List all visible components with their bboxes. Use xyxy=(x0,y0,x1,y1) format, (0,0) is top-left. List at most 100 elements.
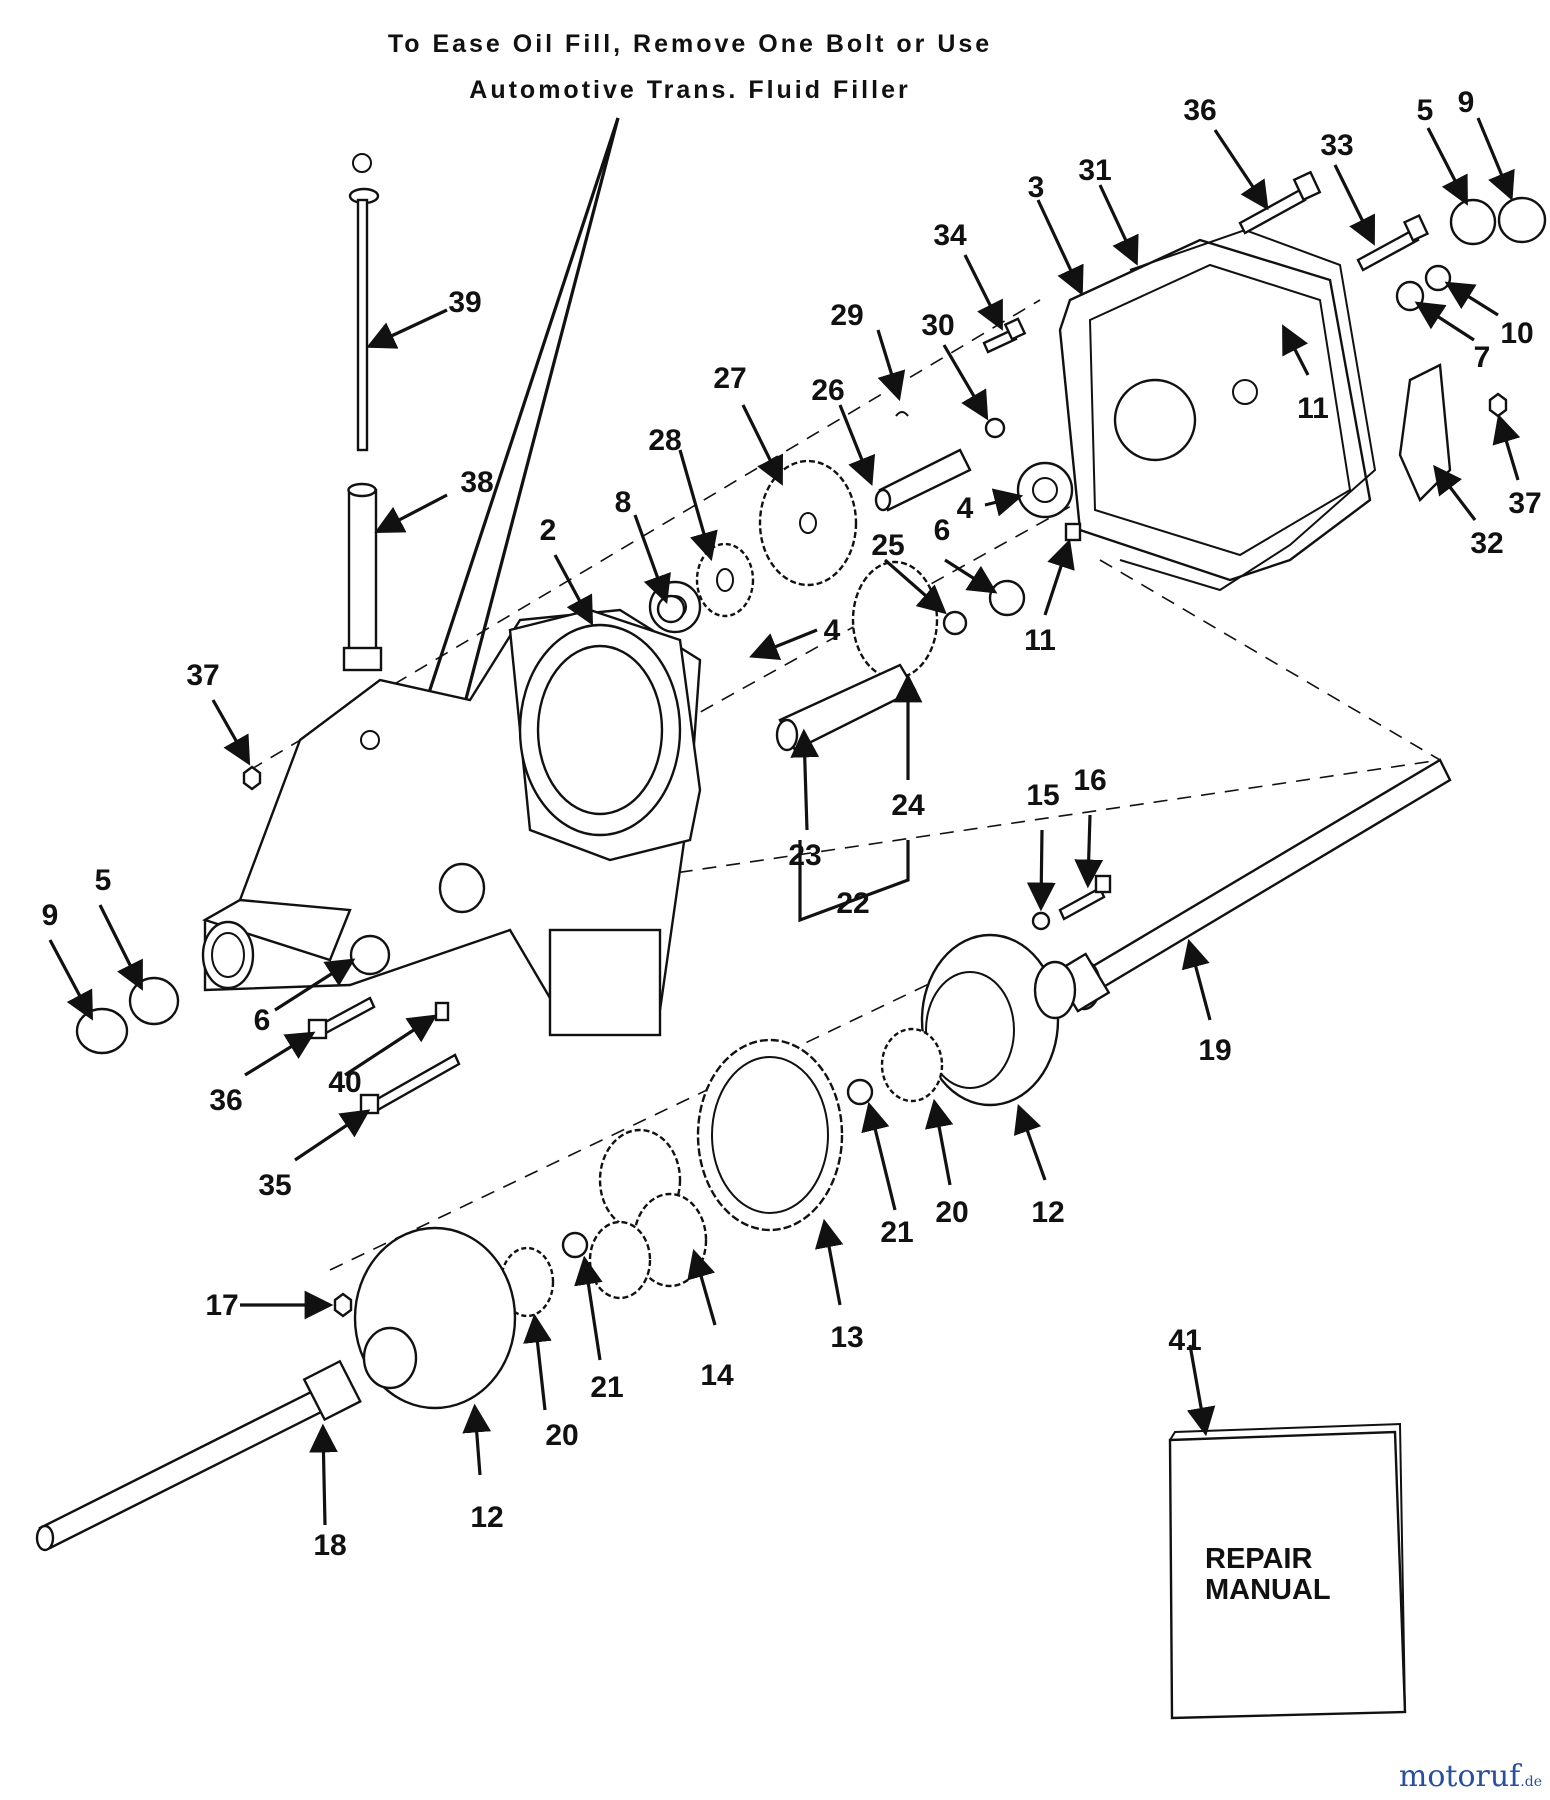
note-leader-a xyxy=(448,117,620,761)
seal-9b-part xyxy=(75,1007,129,1055)
callout-6-right: 6 xyxy=(934,514,951,547)
washer-25-part xyxy=(942,610,968,636)
washer-15-part xyxy=(1031,911,1051,931)
callout-17: 17 xyxy=(205,1289,238,1322)
callout-26: 26 xyxy=(811,374,844,407)
transaxle-housing-part xyxy=(201,608,702,1037)
callout-30: 30 xyxy=(921,309,954,342)
callout-21-left: 21 xyxy=(590,1371,623,1404)
gear-24-part xyxy=(851,560,939,680)
washer-21-left-part xyxy=(561,1231,589,1259)
callout-39: 39 xyxy=(448,286,481,319)
shaft-23-part xyxy=(775,663,917,752)
callout-14: 14 xyxy=(700,1359,734,1392)
pin-11-part xyxy=(1064,522,1082,542)
oil-fill-note-line-1: To Ease Oil Fill, Remove One Bolt or Use xyxy=(387,30,993,58)
callout-8: 8 xyxy=(615,486,632,519)
seal-30-part xyxy=(984,417,1006,439)
axle-18-part xyxy=(35,1359,362,1552)
callout-12-right: 12 xyxy=(1031,1196,1064,1229)
watermark-suffix: .de xyxy=(1520,1774,1542,1790)
callout-12-left: 12 xyxy=(470,1501,503,1534)
callout-9-right: 9 xyxy=(1458,86,1475,119)
bearing-5a-part xyxy=(1449,198,1497,246)
bolt-34-part xyxy=(982,317,1027,354)
callout-11-lower: 11 xyxy=(1024,624,1056,657)
callout-3: 3 xyxy=(1028,171,1045,204)
callout-leaders xyxy=(48,117,1521,1526)
callout-38: 38 xyxy=(460,466,493,499)
bushing-8-part xyxy=(656,594,686,624)
gear-28-part xyxy=(695,542,755,618)
callout-4-right: 4 xyxy=(957,492,974,525)
callout-29: 29 xyxy=(830,299,863,332)
callout-34: 34 xyxy=(933,219,967,252)
ring-gear-13-part xyxy=(696,1038,844,1232)
washer-21-right-part xyxy=(846,1078,874,1106)
callout-35: 35 xyxy=(258,1169,291,1202)
callout-33: 33 xyxy=(1320,129,1353,162)
key-29-part xyxy=(895,411,909,417)
callout-6-left: 6 xyxy=(254,1004,271,1037)
watermark-main: motoruf xyxy=(1398,1759,1521,1794)
callout-9-left: 9 xyxy=(42,899,59,932)
planet-gears-14-part xyxy=(588,1128,708,1300)
callout-11-upper: 11 xyxy=(1297,392,1329,425)
callout-40: 40 xyxy=(328,1066,361,1099)
dipstick-part xyxy=(348,153,380,452)
bearing-5b-part xyxy=(128,976,180,1026)
bearing-4b-part xyxy=(1016,461,1074,519)
callout-32: 32 xyxy=(1470,527,1503,560)
callout-19: 19 xyxy=(1198,1034,1231,1067)
carrier-12-right-part xyxy=(920,933,1077,1107)
callout-41: 41 xyxy=(1168,1324,1201,1357)
callout-5-left: 5 xyxy=(95,864,112,897)
callout-2: 2 xyxy=(540,514,557,547)
callout-numbers: 39 38 2 37 9 5 6 36 40 35 17 18 12 20 21… xyxy=(42,86,1542,1562)
callout-7: 7 xyxy=(1474,341,1491,374)
callout-5-right: 5 xyxy=(1417,94,1434,127)
callout-37-lower: 37 xyxy=(186,659,219,692)
bolt-35-part xyxy=(359,1053,461,1115)
plug-40-part xyxy=(434,1001,450,1022)
bushing-6a-part xyxy=(988,579,1026,617)
callout-10: 10 xyxy=(1500,317,1533,350)
dipstick-tube-part xyxy=(342,482,383,672)
gear-27-part xyxy=(758,459,858,587)
axle-19-part xyxy=(1053,758,1452,1013)
callout-15: 15 xyxy=(1026,779,1059,812)
callout-25: 25 xyxy=(871,529,904,562)
seal-9a-part xyxy=(1497,196,1547,244)
callout-36-lower: 36 xyxy=(209,1084,242,1117)
callout-37-upper: 37 xyxy=(1508,487,1541,520)
bushing-6b-part xyxy=(349,934,391,976)
callout-20-right: 20 xyxy=(935,1196,968,1229)
bearing-7-part xyxy=(1395,280,1425,312)
manual-label-line-2: MANUAL xyxy=(1205,1574,1331,1606)
note-leader-b xyxy=(418,117,620,721)
bolt-16-part xyxy=(1058,874,1112,921)
oil-fill-note-line-2: Automotive Trans. Fluid Filler xyxy=(469,76,911,104)
bushing-10-part xyxy=(1424,264,1452,292)
callout-13: 13 xyxy=(830,1321,863,1354)
carrier-12-left-part xyxy=(353,1226,517,1410)
callout-4-left: 4 xyxy=(824,614,841,647)
callout-23: 23 xyxy=(788,839,821,872)
nut-37-upper-part xyxy=(1488,392,1508,418)
callout-28: 28 xyxy=(648,424,681,457)
shaft-26-part xyxy=(874,448,972,512)
nut-37-lower-part xyxy=(242,765,262,791)
bolt-33-part xyxy=(1356,213,1430,272)
watermark-logo: motoruf.de xyxy=(1399,1759,1542,1794)
callout-21-right: 21 xyxy=(880,1216,913,1249)
bolt-36-upper-part xyxy=(1238,170,1322,235)
manual-label-line-1: REPAIR xyxy=(1205,1543,1312,1575)
callout-24: 24 xyxy=(891,789,925,822)
callout-20-left: 20 xyxy=(545,1419,578,1452)
callout-36-upper: 36 xyxy=(1183,94,1216,127)
nut-17-part xyxy=(333,1292,353,1318)
gear-20-right-part xyxy=(880,1027,944,1103)
callout-22: 22 xyxy=(836,887,869,920)
callout-31: 31 xyxy=(1078,154,1111,187)
